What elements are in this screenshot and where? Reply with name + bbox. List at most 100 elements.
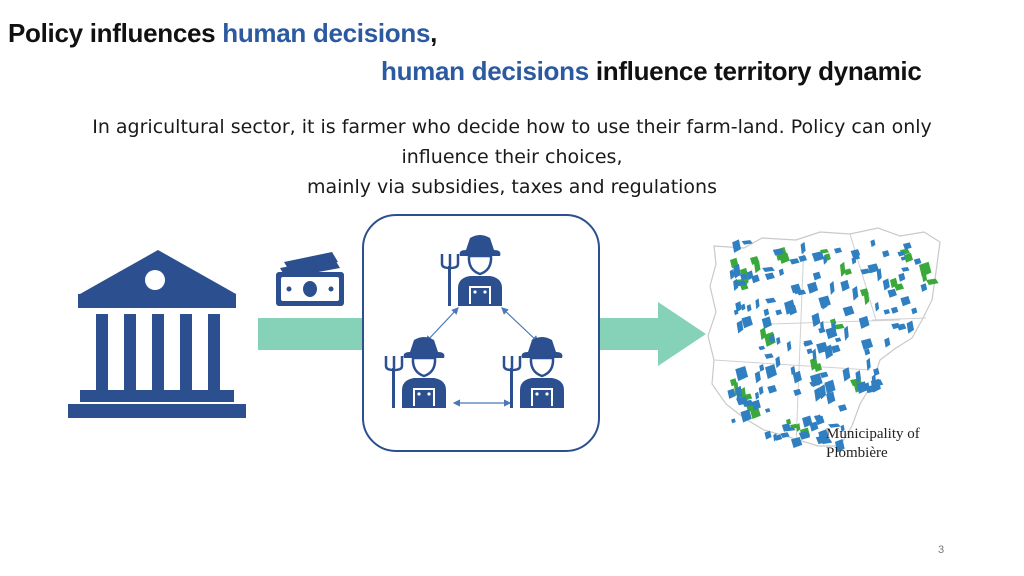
government-building-icon: [68, 250, 246, 418]
map-parcel: [818, 327, 826, 334]
map-caption-line2: Plombière: [826, 445, 888, 461]
map-parcel: [765, 364, 778, 380]
map-parcel: [883, 309, 891, 315]
map-parcel: [754, 391, 760, 400]
map-parcel: [786, 340, 792, 352]
map-parcel: [761, 316, 772, 329]
map-parcel: [882, 278, 890, 291]
map-parcel: [911, 307, 918, 315]
body-text-line2: influence their choices,: [401, 146, 623, 168]
map-parcel: [806, 348, 813, 355]
map-parcel: [811, 312, 821, 327]
map-parcel: [900, 256, 906, 261]
map-parcel: [755, 298, 760, 310]
page-number: 3: [938, 544, 945, 556]
map-parcel: [840, 261, 846, 277]
map-parcel: [812, 348, 817, 362]
map-parcel: [913, 258, 922, 265]
territory-map-icon: [707, 227, 941, 452]
money-bill-icon: [276, 252, 344, 306]
map-parcel: [870, 239, 876, 248]
title-text-1: Policy influences: [8, 18, 223, 48]
map-parcel: [796, 289, 807, 296]
map-parcel: [772, 248, 784, 256]
map-parcel: [842, 367, 851, 382]
map-parcel: [784, 299, 796, 315]
map-parcel: [793, 388, 802, 396]
map-parcel: [850, 249, 861, 258]
map-parcel: [735, 280, 747, 287]
map-parcel: [860, 338, 874, 351]
map-parcel: [807, 281, 819, 294]
map-parcel: [900, 296, 911, 307]
map-parcel: [831, 344, 841, 354]
map-parcel: [778, 268, 784, 277]
map-parcel: [844, 268, 852, 276]
map-parcel: [827, 423, 841, 428]
map-parcel: [798, 430, 811, 440]
map-parcel: [876, 268, 882, 282]
map-parcel: [776, 336, 781, 346]
map-parcel: [834, 323, 845, 330]
map-parcel: [814, 387, 822, 402]
map-parcel: [733, 264, 741, 279]
map-parcel: [774, 434, 783, 441]
map-parcel: [866, 357, 871, 371]
map-parcel: [759, 364, 765, 372]
map-parcel: [735, 385, 743, 401]
map-parcel: [769, 336, 774, 342]
map-parcel: [754, 370, 761, 384]
map-parcel: [741, 303, 746, 311]
map-parcel: [735, 396, 749, 406]
map-parcel: [840, 279, 850, 292]
map-parcel: [763, 308, 770, 317]
map-parcel: [829, 281, 835, 296]
map-parcel: [812, 271, 822, 281]
farmer-icon: [384, 335, 448, 410]
map-parcel: [809, 381, 821, 387]
map-parcel: [851, 256, 857, 265]
map-parcel: [727, 388, 736, 399]
map-parcel: [860, 268, 871, 275]
map-parcel: [922, 273, 927, 283]
map-parcel: [926, 278, 939, 285]
map-parcel: [803, 340, 814, 346]
map-parcel: [764, 430, 772, 440]
map-caption-line1: Municipality of: [826, 426, 920, 442]
map-parcel: [820, 438, 833, 445]
map-parcel: [758, 385, 764, 396]
map-caption: Municipality of Plombière: [826, 425, 920, 463]
map-parcel: [736, 320, 744, 334]
map-parcel: [798, 255, 808, 263]
map-parcel: [796, 423, 801, 432]
title-text-2: influence territory dynamic: [588, 56, 922, 86]
map-parcel: [842, 305, 855, 317]
map-parcel: [884, 337, 891, 348]
map-parcel: [898, 272, 906, 282]
map-parcel: [835, 439, 845, 452]
map-parcel: [871, 373, 877, 388]
title-highlight-2: human decisions: [381, 56, 589, 86]
map-parcel: [852, 285, 859, 301]
map-parcel: [919, 261, 932, 277]
map-parcel: [844, 325, 849, 341]
map-parcel: [792, 370, 802, 384]
title-highlight-1: human decisions: [222, 18, 431, 48]
body-text-line3: mainly via subsidies, taxes and regulati…: [307, 176, 717, 198]
map-parcel: [809, 421, 819, 432]
map-parcel: [819, 371, 829, 379]
map-parcel: [896, 323, 907, 331]
map-parcel: [858, 315, 870, 329]
map-parcel: [764, 353, 774, 359]
map-parcel: [754, 260, 761, 274]
map-parcel: [874, 301, 880, 312]
map-parcel: [731, 418, 736, 424]
map-parcel: [864, 292, 870, 306]
map-parcel: [818, 295, 831, 309]
map-parcel: [765, 408, 771, 413]
map-parcel: [764, 272, 775, 281]
map-parcel: [789, 258, 800, 265]
farmer-icon: [502, 335, 566, 410]
map-parcel: [890, 306, 899, 314]
map-parcel: [826, 391, 836, 405]
